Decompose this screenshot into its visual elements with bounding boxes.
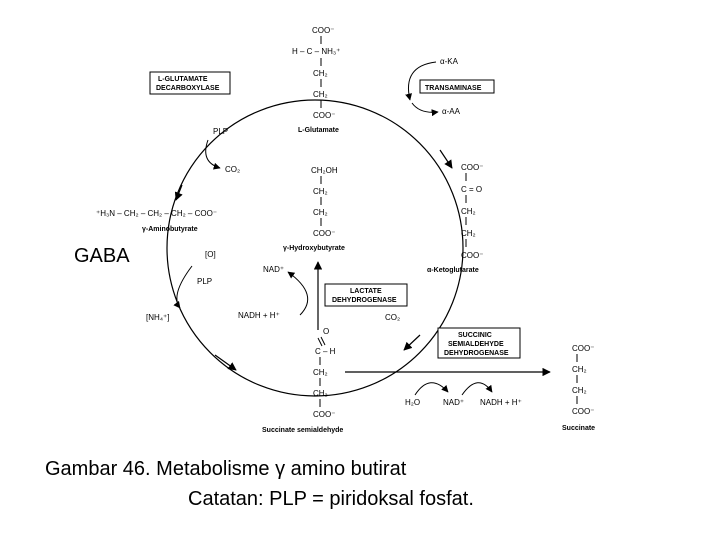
gaba-formula: ⁺H₃N – CH₂ – CH₂ – CH₂ – COO⁻: [96, 209, 217, 218]
hydroxybutyrate-c1: CH₂OH: [311, 166, 338, 175]
glutamate-structure: COO⁻ H – C – NH₃⁺ CH₂ CH₂ COO⁻ L-Glutama…: [292, 26, 340, 134]
aka-label: α-KA: [440, 57, 459, 66]
gaba-label: GABA: [74, 245, 130, 267]
h2o-label: H₂O: [405, 398, 420, 407]
figure-caption-title: Gambar 46. Metabolisme γ amino butirat: [45, 458, 407, 480]
plp-bottom: PLP: [197, 277, 212, 286]
lactate-dh-label-2: DEHYDROGENASE: [332, 297, 397, 304]
cycle-circle: [166, 99, 464, 397]
glutamate-c1: COO⁻: [312, 26, 334, 35]
semialdehyde-c3: CH₂: [313, 389, 328, 398]
ketoglutarate-c2: C = O: [461, 185, 482, 194]
hydroxybutyrate-c2: CH₂: [313, 187, 328, 196]
lactate-dh-label-1: LACTATE: [350, 288, 382, 295]
nadh-arrow: [287, 271, 309, 316]
glutamate-c4: CH₂: [313, 90, 328, 99]
ketoglutarate-c5: COO⁻: [461, 251, 483, 260]
aaa-arrow: [411, 102, 439, 117]
gaba-metabolism-diagram: COO⁻ H – C – NH₃⁺ CH₂ CH₂ COO⁻ L-Glutama…: [74, 26, 595, 434]
succinate-structure: COO⁻ CH₂ CH₂ COO⁻ Succinate: [562, 344, 595, 432]
nadh-2-label: NADH + H⁺: [480, 398, 522, 407]
succinate-name: Succinate: [562, 425, 595, 432]
plp-nh4-arrow: [173, 265, 193, 309]
semialdehyde-c4: COO⁻: [313, 410, 335, 419]
ketoglutarate-name: α-Ketoglutarate: [427, 267, 479, 274]
o-bracket: [O]: [205, 250, 216, 259]
ketoglutarate-c1: COO⁻: [461, 163, 483, 172]
ssadh-label-3: DEHYDROGENASE: [444, 350, 509, 357]
decarboxylase-label-1: L-GLUTAMATE: [158, 76, 208, 83]
succinate-c4: COO⁻: [572, 407, 594, 416]
decarboxylase-label-2: DECARBOXYLASE: [156, 85, 220, 92]
gaba-name: γ-Aminobutyrate: [142, 226, 198, 233]
ssadh-box: [437, 327, 521, 359]
hydroxybutyrate-c3: CH₂: [313, 208, 328, 217]
semialdehyde-c1: C – H: [315, 347, 336, 356]
plp-co2-arrow: [205, 139, 221, 170]
ssadh-label-2: SEMIALDEHYDE: [448, 341, 504, 348]
nadh-label: NADH + H⁺: [238, 311, 280, 320]
aka-arrow: [405, 61, 437, 101]
glutamate-c5: COO⁻: [313, 111, 335, 120]
ketoglutarate-c4: CH₂: [461, 229, 476, 238]
succinate-c1: COO⁻: [572, 344, 594, 353]
cycle-arrow-bottom-right: [403, 334, 421, 351]
glutamate-name: L-Glutamate: [298, 127, 339, 134]
semialdehyde-name: Succinate semialdehyde: [262, 427, 343, 434]
ketoglutarate-structure: COO⁻ C = O CH₂ CH₂ COO⁻ α-Ketoglutarate: [427, 163, 483, 274]
decarboxylase-box: [149, 71, 231, 95]
ketoglutarate-c3: CH₂: [461, 207, 476, 216]
aaa-label: α-AA: [442, 107, 461, 116]
co2-top: CO₂: [225, 165, 240, 174]
nad-nadh-curve: [461, 382, 493, 396]
semialdehyde-c0: O: [323, 327, 329, 336]
succinate-c2: CH₂: [572, 365, 587, 374]
h2o-nad-curve: [414, 382, 449, 396]
nad-plus-2-label: NAD⁺: [443, 398, 464, 407]
glutamate-c2: H – C – NH₃⁺: [292, 47, 340, 56]
cycle-arrow-left: [174, 184, 183, 201]
succinate-c3: CH₂: [572, 386, 587, 395]
cycle-arrow-right: [439, 149, 453, 169]
semialdehyde-c2: CH₂: [313, 368, 328, 377]
glutamate-c3: CH₂: [313, 69, 328, 78]
cycle-arrow-bottom-left: [214, 354, 237, 371]
semialdehyde-structure: O C – H CH₂ CH₂ COO⁻ Succinate semialdeh…: [262, 327, 343, 434]
nh4-label: [NH₄⁺]: [146, 313, 170, 322]
plp-top: PLP: [213, 127, 228, 136]
nad-plus-label: NAD⁺: [263, 265, 284, 274]
hydroxybutyrate-name: γ-Hydroxybutyrate: [283, 245, 345, 252]
hydroxybutyrate-structure: CH₂OH CH₂ CH₂ COO⁻ γ-Hydroxybutyrate: [283, 166, 345, 252]
ssadh-label-1: SUCCINIC: [458, 332, 492, 339]
lactate-dh-box: [324, 283, 408, 307]
transaminase-label: TRANSAMINASE: [425, 85, 482, 92]
figure-caption-note: Catatan: PLP = piridoksal fosfat.: [188, 488, 474, 510]
co2-mid: CO₂: [385, 313, 400, 322]
transaminase-box: [419, 79, 495, 94]
hydroxybutyrate-c4: COO⁻: [313, 229, 335, 238]
